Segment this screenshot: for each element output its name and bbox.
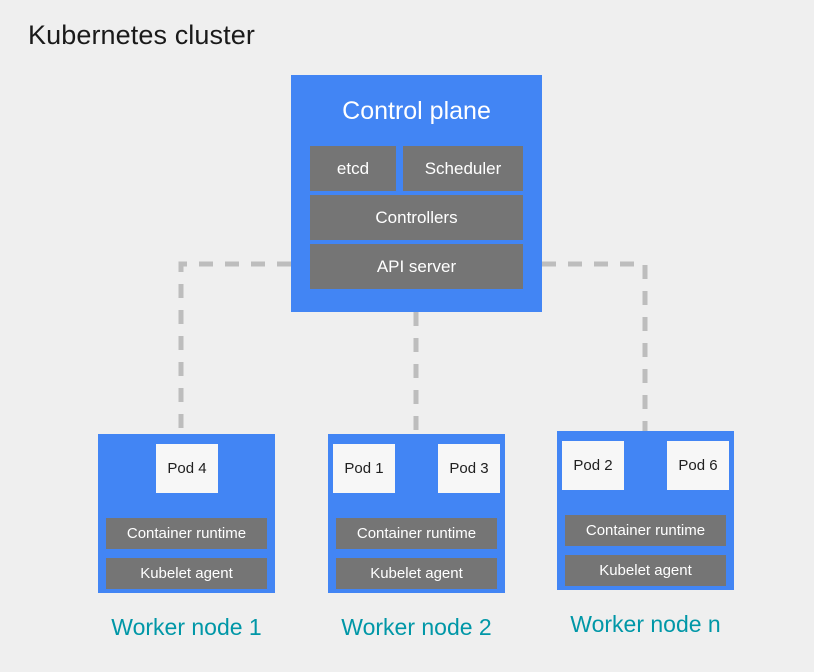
worker-node-n-kubelet-agent[interactable]: Kubelet agent: [565, 555, 726, 586]
worker-node-1-box[interactable]: Pod 4 Container runtime Kubelet agent: [98, 434, 275, 593]
control-plane-component-api-server[interactable]: API server: [310, 244, 523, 289]
pod-box-4[interactable]: Pod 4: [156, 444, 218, 493]
control-plane-component-etcd[interactable]: etcd: [310, 146, 396, 191]
pod-box-1[interactable]: Pod 1: [333, 444, 395, 493]
connector-api-server-to-worker-1: [178, 261, 291, 434]
worker-node-n-container-runtime[interactable]: Container runtime: [565, 515, 726, 546]
control-plane-component-scheduler[interactable]: Scheduler: [403, 146, 523, 191]
worker-node-2-box[interactable]: Pod 1 Pod 3 Container runtime Kubelet ag…: [328, 434, 505, 593]
pod-box-3[interactable]: Pod 3: [438, 444, 500, 493]
worker-node-2-kubelet-agent[interactable]: Kubelet agent: [336, 558, 497, 589]
pod-box-6[interactable]: Pod 6: [667, 441, 729, 490]
worker-node-1-container-runtime[interactable]: Container runtime: [106, 518, 267, 549]
pod-box-2[interactable]: Pod 2: [562, 441, 624, 490]
page-title: Kubernetes cluster: [28, 20, 255, 50]
control-plane-component-controllers[interactable]: Controllers: [310, 195, 523, 240]
connector-api-server-to-worker-n: [542, 261, 648, 431]
worker-node-1-kubelet-agent[interactable]: Kubelet agent: [106, 558, 267, 589]
control-plane-title: Control plane: [342, 97, 491, 125]
worker-node-n-label: Worker node n: [570, 611, 721, 637]
control-plane-box[interactable]: Control plane etcd Scheduler Controllers…: [291, 75, 542, 312]
worker-node-2-label: Worker node 2: [341, 614, 492, 640]
worker-node-2-container-runtime[interactable]: Container runtime: [336, 518, 497, 549]
worker-node-1-label: Worker node 1: [111, 614, 262, 640]
worker-node-n-box[interactable]: Pod 2 Pod 6 Container runtime Kubelet ag…: [557, 431, 734, 590]
